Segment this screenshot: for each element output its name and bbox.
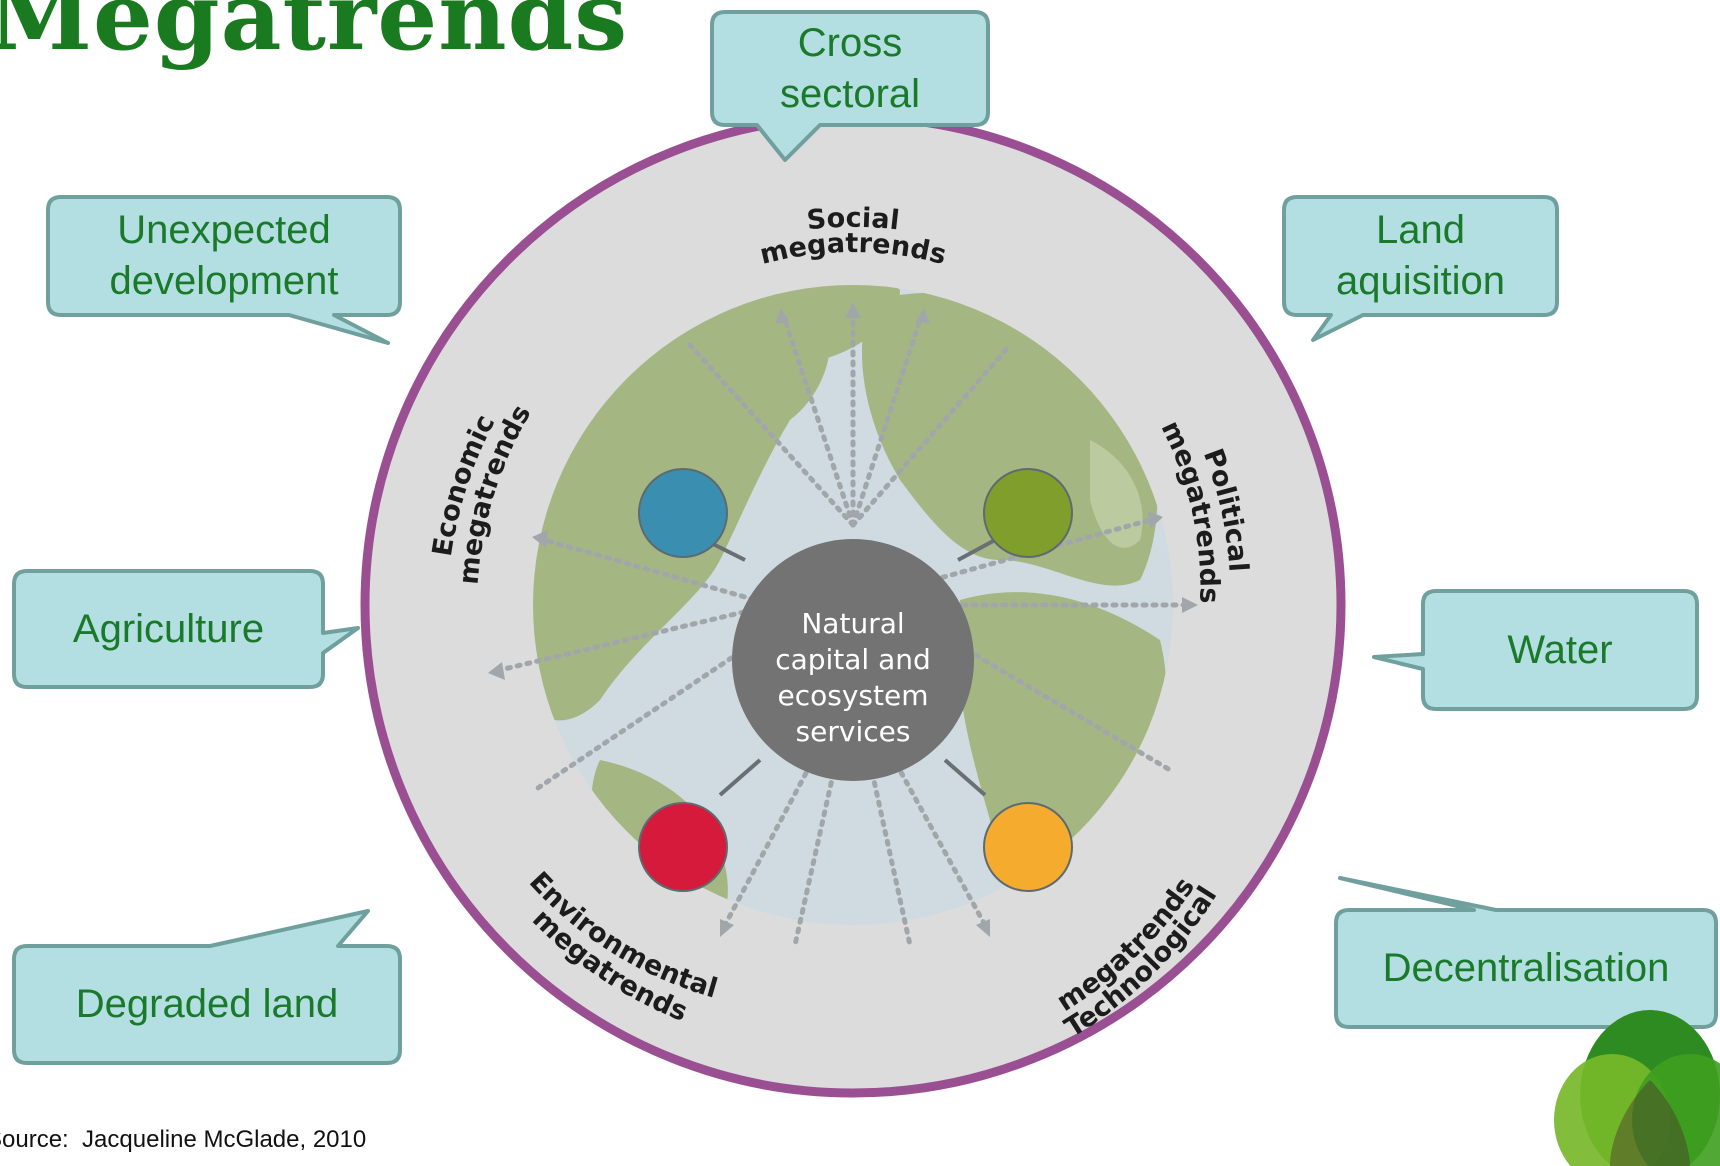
source-citation: Source: Jacqueline McGlade, 2010 [0,1126,367,1153]
callout-bubble-degraded-land [12,909,402,1065]
center-label: Natural capital and ecosystem services [775,607,931,748]
center-line-1: Natural [801,607,904,640]
callout-bubble-decentralisation [1334,876,1718,1029]
leaf-logo [1554,1010,1720,1166]
callout-unexpected-development-text: Unexpected development [109,208,339,303]
page-title: Megatrends [0,0,629,72]
center-circle [732,539,974,781]
callout-unexpected-development: Unexpected development [48,197,400,315]
callout-decentralisation: Decentralisation [1336,910,1716,1027]
center-line-3: ecosystem [778,679,929,712]
callout-land-acquisition-text: Land aquisition [1335,208,1505,303]
arrow-heads [488,302,1198,937]
callout-agriculture: Agriculture [14,571,323,687]
callout-bubble-agriculture [12,569,360,689]
callout-water: Water [1423,591,1697,709]
callout-cross-sectoral-text: Cross sectoral [779,20,921,116]
callout-bubble-water [1372,589,1699,711]
callout-agriculture-text: Agriculture [72,606,265,651]
callout-bubble-land-acquisition [1282,195,1559,342]
green-node [983,468,1073,558]
callout-bubble-cross-sectoral [710,10,990,162]
callout-degraded-land: Degraded land [14,946,400,1063]
center-line-2: capital and [775,643,931,676]
callout-water-text: Water [1507,627,1613,672]
callout-degraded-land-text: Degraded land [75,982,339,1027]
callout-bubble-unexpected-development [46,195,402,345]
callout-cross-sectoral: Cross sectoral [712,12,988,125]
center-line-4: services [796,715,911,748]
social-label-line-1: Social [805,203,901,237]
callout-decentralisation-text: Decentralisation [1382,946,1670,991]
blue-node [638,468,728,558]
callout-land-acquisition: Land aquisition [1284,197,1557,315]
orange-node [983,802,1073,892]
red-node [638,802,728,892]
